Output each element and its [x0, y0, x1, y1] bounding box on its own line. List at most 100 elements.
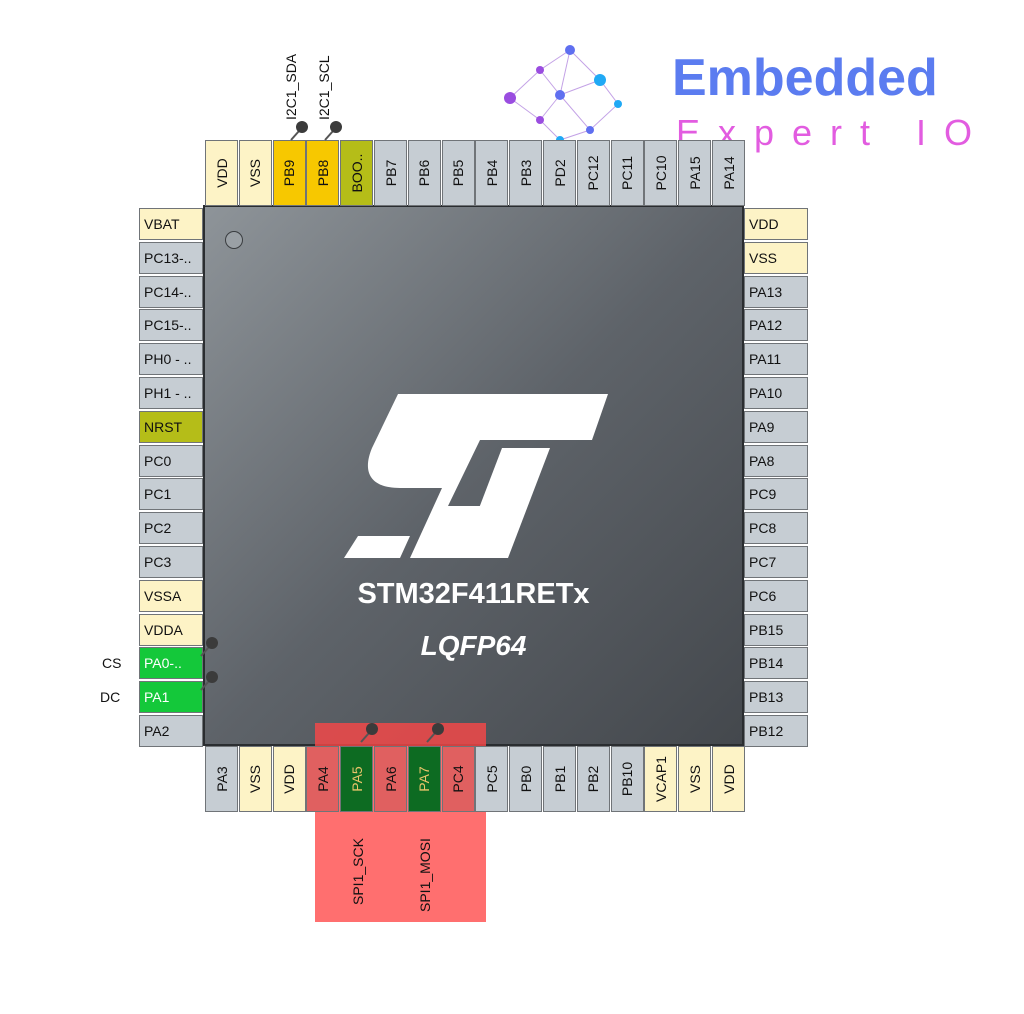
pin-right-8[interactable]: PC9: [744, 478, 808, 511]
pin-left-4[interactable]: PH0 - ..: [139, 343, 203, 376]
pin-top-13[interactable]: PC10: [644, 140, 678, 206]
pin-left-1[interactable]: PC13-..: [139, 241, 203, 274]
pin-bottom-2[interactable]: VDD: [272, 746, 306, 812]
pin-bottom-0[interactable]: PA3: [205, 746, 238, 812]
pin-left-0[interactable]: VBAT: [139, 208, 203, 240]
pin-right-13[interactable]: PB14: [744, 647, 808, 680]
pin-right-15[interactable]: PB12: [744, 715, 808, 747]
pin-left-8[interactable]: PC1: [139, 478, 203, 511]
pin-label: PA14: [720, 156, 737, 190]
pin-bottom-4[interactable]: PA5: [340, 746, 374, 812]
pin-left-14[interactable]: PA1: [139, 681, 203, 714]
pin-top-11[interactable]: PC12: [576, 140, 610, 206]
pin-left-2[interactable]: PC14-..: [139, 275, 203, 308]
pin-bottom-15[interactable]: VDD: [712, 746, 745, 812]
pin-label: PC4: [450, 765, 467, 793]
pin-label: PB1: [551, 765, 568, 793]
pin-bottom-7[interactable]: PC4: [441, 746, 475, 812]
pushpin-icon: [324, 121, 342, 141]
pin-bottom-3[interactable]: PA4: [306, 746, 340, 812]
pin-bottom-9[interactable]: PB0: [509, 746, 543, 812]
pin-top-2[interactable]: PB9: [272, 140, 306, 206]
pin-top-14[interactable]: PA15: [678, 140, 712, 206]
pin-label: PC5: [483, 765, 500, 793]
pin-label: PC12: [585, 155, 602, 191]
pin-bottom-13[interactable]: VCAP1: [644, 746, 678, 812]
signal-cs: CS: [102, 655, 122, 671]
pushpin-icon: [290, 121, 308, 141]
pin-top-8[interactable]: PB4: [475, 140, 509, 206]
pin-label: PC11: [619, 156, 636, 190]
pin-label: PA6: [382, 766, 399, 792]
pin-left-7[interactable]: PC0: [139, 444, 203, 477]
pin-label: PB3: [517, 159, 534, 187]
pin-left-5[interactable]: PH1 - ..: [139, 377, 203, 409]
pin-right-6[interactable]: PA9: [744, 410, 808, 443]
pin-bottom-11[interactable]: PB2: [576, 746, 610, 812]
pin-right-5[interactable]: PA10: [744, 377, 808, 409]
pin1-marker: [225, 231, 243, 249]
pin-top-9[interactable]: PB3: [509, 140, 543, 206]
pin-right-9[interactable]: PC8: [744, 512, 808, 545]
pin-label: PD2: [551, 159, 568, 187]
pin-top-12[interactable]: PC11: [610, 140, 644, 206]
pin-top-0[interactable]: VDD: [205, 140, 238, 206]
pin-left-15[interactable]: PA2: [139, 715, 203, 747]
pushpin-icon: [200, 671, 218, 691]
logo-network-graphic: [504, 45, 622, 144]
pin-label: PB8: [314, 159, 331, 187]
signal-dc: DC: [100, 689, 121, 705]
pin-label: PB7: [382, 159, 399, 187]
pin-right-14[interactable]: PB13: [744, 681, 808, 714]
pin-right-2[interactable]: PA13: [744, 275, 808, 308]
pin-right-11[interactable]: PC6: [744, 579, 808, 612]
logo-word: Embedded: [672, 49, 938, 107]
pin-top-1[interactable]: VSS: [238, 140, 272, 206]
pin-left-13[interactable]: PA0-..: [139, 647, 203, 680]
pin-top-5[interactable]: PB7: [374, 140, 407, 206]
pin-left-3[interactable]: PC15-..: [139, 309, 203, 342]
pin-left-11[interactable]: VSSA: [139, 579, 203, 612]
signal-spi1-sck: SPI1_SCK: [350, 838, 366, 905]
pin-label: VSS: [686, 764, 703, 794]
pin-top-10[interactable]: PD2: [543, 140, 576, 206]
chip-body: [203, 205, 744, 746]
pin-bottom-14[interactable]: VSS: [678, 746, 712, 812]
pin-top-4[interactable]: BOO..: [340, 140, 374, 206]
pin-right-10[interactable]: PC7: [744, 546, 808, 578]
pin-label: PB5: [450, 159, 467, 187]
pin-left-9[interactable]: PC2: [139, 512, 203, 545]
pin-left-10[interactable]: PC3: [139, 546, 203, 578]
pin-top-3[interactable]: PB8: [306, 140, 340, 206]
pin-left-12[interactable]: VDDA: [139, 613, 203, 646]
pushpin-icon: [360, 723, 378, 743]
pin-left-6[interactable]: NRST: [139, 410, 203, 443]
pin-label: VDD: [213, 158, 230, 188]
pin-right-3[interactable]: PA12: [744, 309, 808, 342]
pin-label: PB10: [619, 761, 636, 797]
pin-label: BOO..: [348, 153, 365, 193]
pin-right-0[interactable]: VDD: [744, 208, 808, 240]
pin-label: VSS: [247, 158, 264, 188]
pin-bottom-5[interactable]: PA6: [374, 746, 407, 812]
pin-right-1[interactable]: VSS: [744, 241, 808, 274]
pin-bottom-12[interactable]: PB10: [610, 746, 644, 812]
pin-label: VSS: [247, 764, 264, 794]
pin-bottom-10[interactable]: PB1: [543, 746, 576, 812]
pin-bottom-1[interactable]: VSS: [238, 746, 272, 812]
pin-bottom-8[interactable]: PC5: [475, 746, 509, 812]
pin-right-4[interactable]: PA11: [744, 343, 808, 376]
pin-label: PB6: [416, 159, 433, 187]
pin-label: PA4: [314, 766, 331, 792]
pin-right-12[interactable]: PB15: [744, 613, 808, 646]
pin-label: PA5: [348, 766, 365, 792]
pin-label: PB0: [517, 765, 534, 793]
pin-top-15[interactable]: PA14: [712, 140, 745, 206]
pin-label: VCAP1: [652, 756, 669, 802]
pin-label: PB2: [585, 765, 602, 793]
pin-top-7[interactable]: PB5: [441, 140, 475, 206]
pushpin-icon: [200, 637, 218, 657]
pin-top-6[interactable]: PB6: [407, 140, 441, 206]
pin-bottom-6[interactable]: PA7: [407, 746, 441, 812]
pin-right-7[interactable]: PA8: [744, 444, 808, 477]
